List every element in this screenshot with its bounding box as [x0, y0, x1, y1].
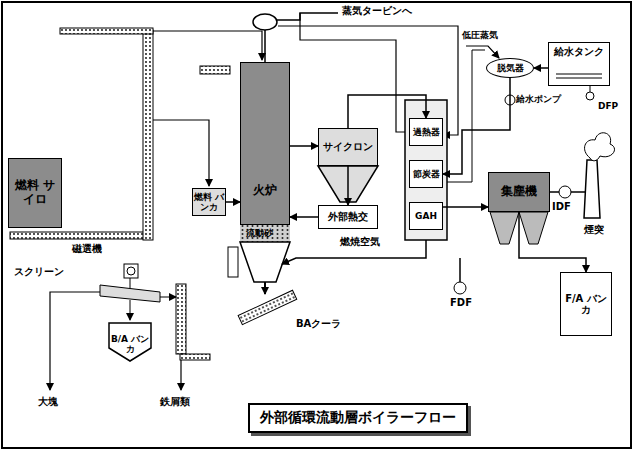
equipment-box: 集塵機	[488, 172, 550, 212]
flow-label: 磁選機	[72, 243, 102, 255]
steam-drum	[253, 14, 277, 30]
flow-label: 大塊	[38, 396, 58, 408]
top-conveyor	[60, 28, 153, 34]
fuel-line	[153, 31, 262, 60]
flow-connector	[226, 201, 240, 203]
backpass	[405, 100, 447, 240]
furnace-cone	[240, 242, 290, 282]
flow-label: DFP	[598, 101, 618, 111]
silo-conveyor	[10, 232, 152, 239]
flow-label: 蒸気タービンへ	[342, 5, 412, 17]
equipment-name: 給水タンク	[554, 46, 604, 58]
equipment-box: 過熱器	[409, 118, 443, 146]
equipment-box: 節炭器	[409, 160, 443, 188]
flow-connector	[290, 216, 318, 218]
equipment-box: B/A バンカ	[108, 322, 152, 362]
scrap-line	[160, 297, 176, 298]
flow-connector	[534, 67, 548, 69]
equipment-name: 集塵機	[501, 185, 537, 199]
equipment-name: 脱気器	[497, 63, 524, 73]
fuel-line	[153, 120, 209, 186]
flow-connector	[347, 166, 349, 205]
fdf-fan	[454, 282, 466, 294]
smoke	[585, 133, 615, 161]
equipment-box: 給水タンク	[548, 42, 610, 86]
flow-label: IDF	[552, 201, 571, 213]
bucket-elevator	[143, 30, 153, 240]
equipment-box: 外部熱交	[318, 205, 378, 229]
equipment-box: GAH	[409, 202, 443, 230]
fdf-line	[459, 258, 461, 283]
stack	[584, 160, 600, 218]
equipment-box: 脱気器	[486, 58, 534, 78]
return-leg	[228, 247, 238, 277]
scrap-conveyor	[180, 354, 210, 360]
water-level	[556, 74, 602, 75]
idf-fan	[559, 186, 571, 198]
flow-connector	[443, 78, 510, 174]
scrap-elevator	[176, 284, 186, 354]
equipment-name: 燃料 サイロ	[9, 179, 61, 207]
steam-line	[277, 13, 338, 20]
ba-line	[130, 300, 131, 320]
diagram-title: 外部循環流動層ボイラーフロー	[248, 403, 468, 433]
flow-label: FDF	[450, 297, 472, 309]
equipment-box: 燃料 サイロ	[8, 158, 62, 228]
equipment-name: 過熱器	[413, 127, 440, 137]
equipment-box: サイクロン	[318, 128, 378, 166]
magnet-drum	[127, 267, 135, 275]
equipment-name: B/A バンカ	[108, 334, 152, 355]
flow-label: スクリーン	[14, 266, 64, 278]
ba-cooler	[238, 290, 297, 324]
flow-label: 低圧蒸気	[462, 30, 498, 40]
equipment-name: F/A バンカ	[561, 293, 611, 316]
fluid-sand	[240, 225, 290, 242]
flow-label: 鉄屑類	[160, 396, 190, 408]
equipment-box: 燃料 バンカ	[192, 188, 226, 216]
equipment-box: 火炉	[240, 62, 290, 225]
equipment-name: 燃料 バンカ	[193, 192, 225, 213]
flow-connector	[443, 206, 488, 208]
steam-line	[300, 13, 409, 132]
riser	[264, 30, 266, 62]
dfp-line	[590, 86, 591, 92]
water-line	[443, 50, 485, 182]
lump-line	[50, 292, 100, 390]
flow-connector	[290, 145, 318, 147]
scrap-line	[180, 360, 181, 390]
screw-feeder	[200, 66, 230, 74]
equipment-box: F/A バンカ	[560, 272, 612, 336]
flow-label: 流動砂	[246, 228, 273, 238]
equipment-name: 火炉	[253, 184, 277, 198]
equipment-name: サイクロン	[323, 141, 373, 153]
flow-label: 燃焼空気	[340, 236, 380, 248]
flow-label: 煙突	[584, 224, 604, 236]
equipment-name: GAH	[415, 211, 437, 221]
chute	[130, 278, 131, 288]
flow-label: BAクーラ	[296, 318, 341, 330]
bottom-ash-line	[264, 282, 266, 294]
dfp-pump	[586, 92, 594, 100]
lp-steam-line	[466, 46, 499, 58]
magnet-separator	[124, 264, 138, 278]
flow-label: 給水ポンプ	[516, 94, 561, 104]
equipment-name: 節炭器	[413, 169, 440, 179]
equipment-name: 外部熱交	[328, 211, 368, 223]
flow-connector	[519, 212, 586, 272]
water-level	[556, 78, 602, 79]
